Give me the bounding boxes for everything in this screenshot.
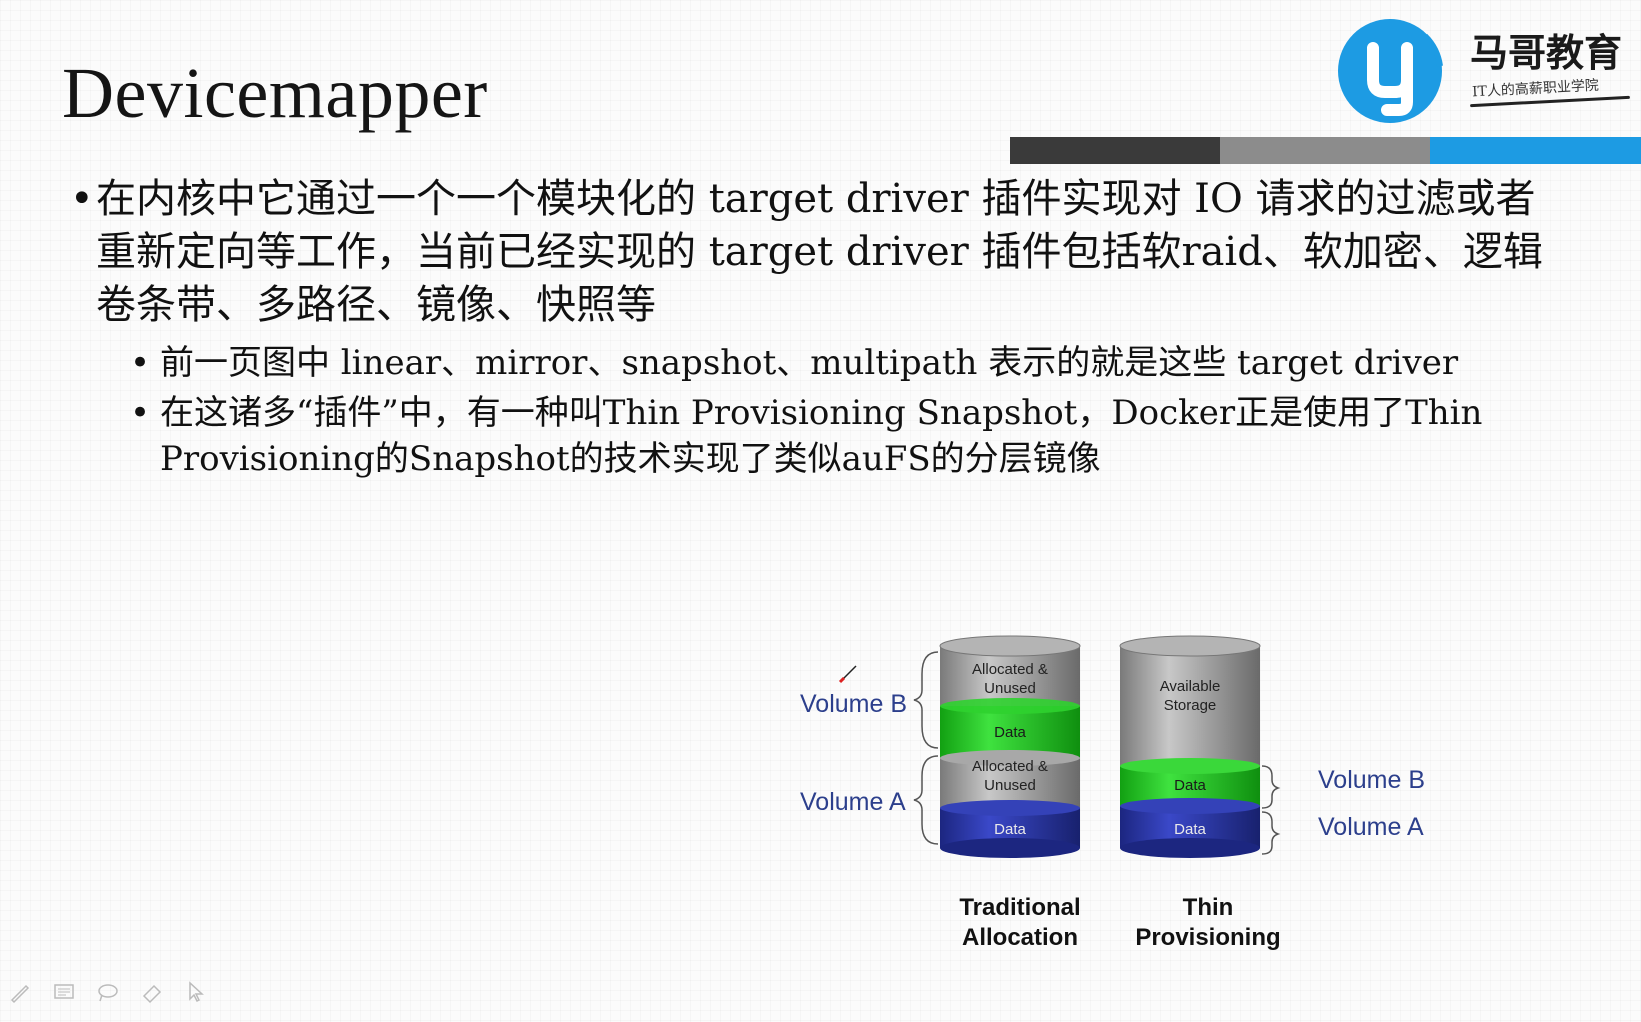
diagram-graphic: Allocated & Unused Data Allocated & Unus… [838, 635, 1281, 858]
volume-a-label-traditional: Volume A [800, 788, 906, 816]
sub-bullet-list: 前一页图中 linear、mirror、snapshot、multipath 表… [70, 340, 1570, 482]
header-strip-gray [1220, 137, 1430, 164]
svg-text:Data: Data [994, 724, 1026, 741]
volume-b-label-thin: Volume B [1318, 766, 1426, 794]
traditional-cylinder: Allocated & Unused Data Allocated & Unus… [913, 635, 1081, 858]
svg-text:Allocated &: Allocated & [972, 661, 1048, 678]
presenter-toolbar [8, 980, 208, 1004]
bullet-list: 在内核中它通过一个一个模块化的 target driver 插件实现对 IO 请… [70, 173, 1570, 482]
svg-text:Data: Data [994, 821, 1026, 838]
eraser-icon[interactable] [140, 980, 164, 1004]
svg-text:Storage: Storage [1164, 697, 1217, 714]
header-strip-blue [1430, 137, 1641, 164]
volume-b-label-traditional: Volume B [800, 690, 908, 718]
logo-icon [1338, 19, 1443, 123]
logo-name: 马哥教育 [1470, 31, 1623, 75]
volume-a-label-thin: Volume A [1318, 813, 1424, 841]
caption-traditional: Traditional Allocation [959, 894, 1081, 951]
pen-cursor-icon [838, 665, 857, 684]
svg-text:Unused: Unused [984, 777, 1036, 794]
svg-text:Data: Data [1174, 821, 1206, 838]
lasso-icon[interactable] [96, 980, 120, 1004]
pointer-icon[interactable] [184, 980, 208, 1004]
sub-bullet: 前一页图中 linear、mirror、snapshot、multipath 表… [130, 340, 1570, 386]
bullet-main: 在内核中它通过一个一个模块化的 target driver 插件实现对 IO 请… [70, 173, 1570, 332]
caption-thin: Thin Provisioning [1135, 894, 1281, 951]
thin-cylinder: Available Storage Data Data [1119, 635, 1281, 858]
svg-text:Allocated &: Allocated & [972, 758, 1048, 775]
svg-text:Data: Data [1174, 777, 1206, 794]
screen-icon[interactable] [52, 980, 76, 1004]
svg-text:Unused: Unused [984, 680, 1036, 697]
allocation-diagram: Allocated & Unused Data Allocated & Unus… [790, 630, 1450, 960]
svg-text:Available: Available [1160, 678, 1221, 695]
sub-bullet: 在这诸多“插件”中，有一种叫Thin Provisioning Snapshot… [130, 390, 1570, 482]
pen-icon[interactable] [8, 980, 32, 1004]
slide-title: Devicemapper [62, 53, 488, 133]
header-strip-dark [1010, 137, 1220, 164]
logo-tagline: IT人的高薪职业学院 [1471, 77, 1600, 101]
logo: 马哥教育 IT人的高薪职业学院 [1335, 18, 1635, 128]
